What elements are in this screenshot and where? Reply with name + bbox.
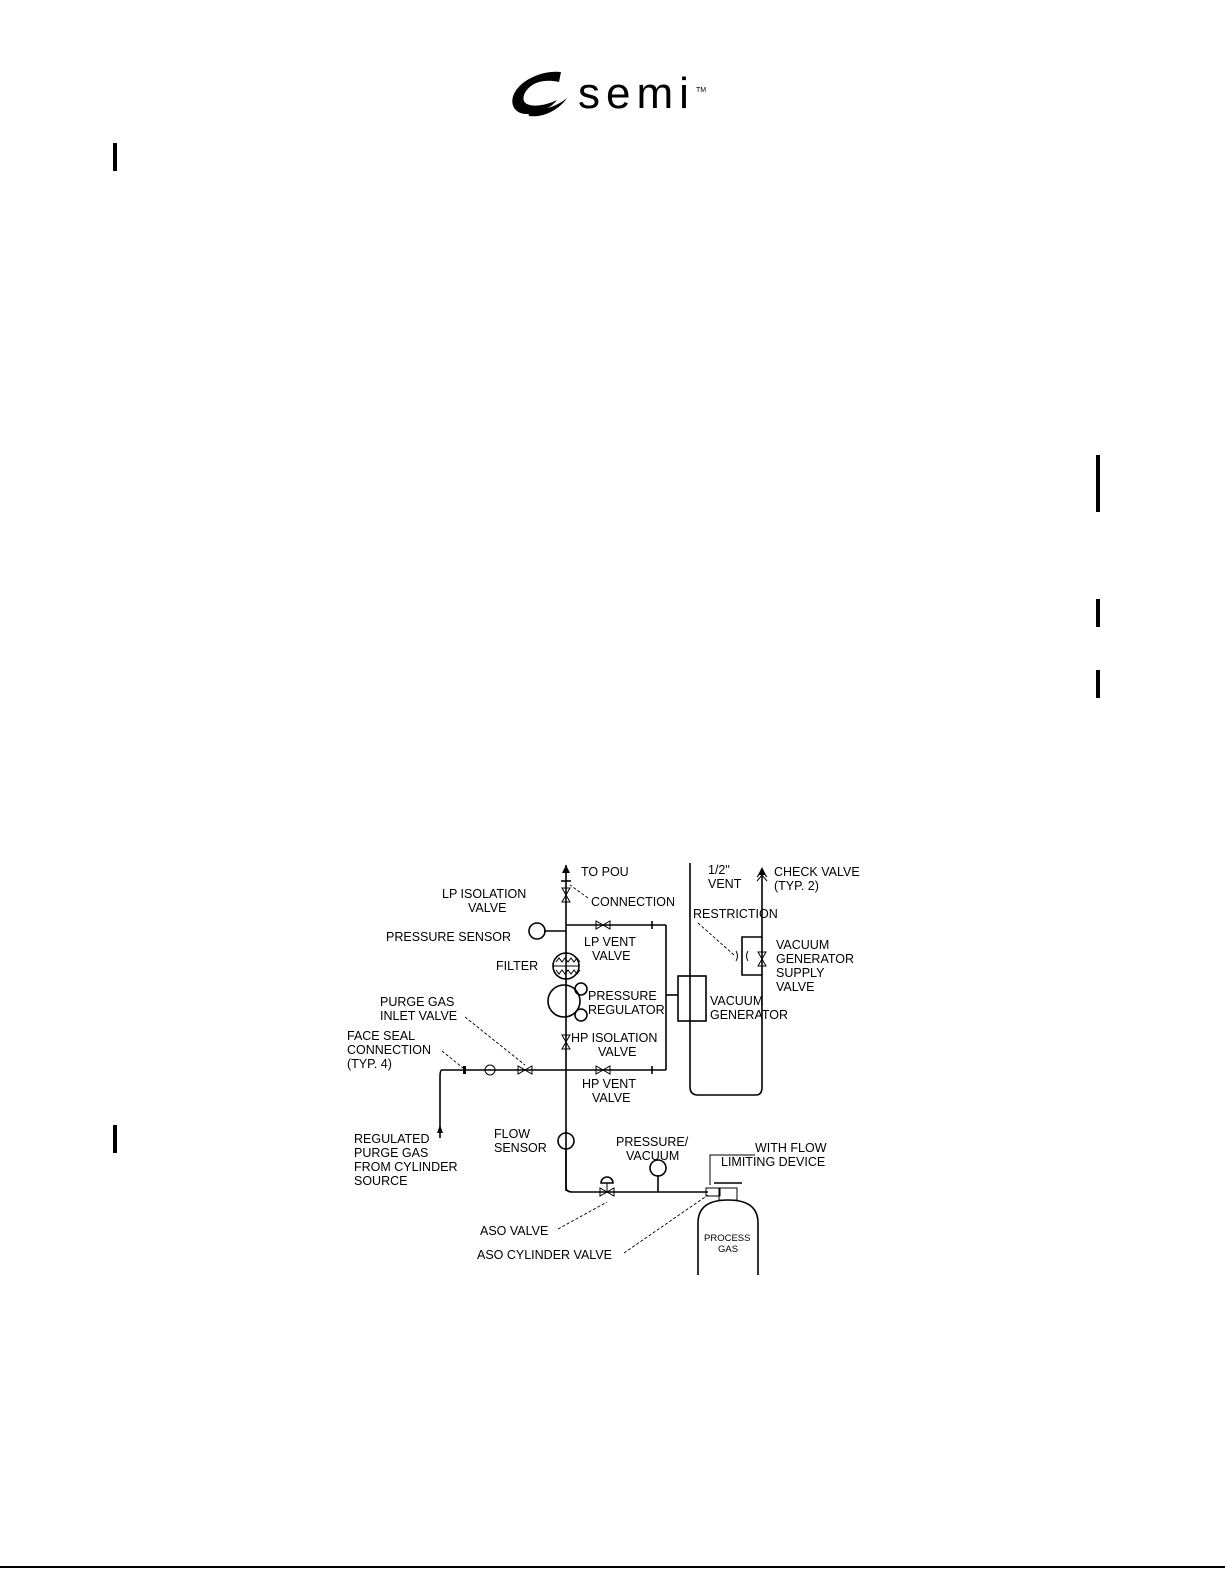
footer-rule xyxy=(0,1566,1225,1568)
label-check-valve-1: CHECK VALVE xyxy=(774,865,860,879)
semi-wordmark: semi xyxy=(578,69,695,118)
pressure-regulator xyxy=(547,982,588,1022)
label-face-seal-1: FACE SEAL xyxy=(347,1029,415,1043)
leader-restriction xyxy=(697,922,735,956)
purge-supply-line xyxy=(439,1069,443,1138)
label-flow-sensor-1: FLOW xyxy=(494,1127,530,1141)
label-lp-vent-1: LP VENT xyxy=(584,935,636,949)
label-pressure-sensor: PRESSURE SENSOR xyxy=(386,930,511,944)
label-pressure-vacuum-1: PRESSURE/ xyxy=(616,1135,689,1149)
label-vacuum-supply-4: VALVE xyxy=(776,980,814,994)
to-pou-arrow xyxy=(562,865,570,873)
label-aso-cylinder-valve: ASO CYLINDER VALVE xyxy=(477,1248,612,1262)
label-hp-isolation-2: VALVE xyxy=(598,1045,636,1059)
label-pressure-regulator-1: PRESSURE xyxy=(588,989,657,1003)
label-aso-valve: ASO VALVE xyxy=(480,1224,548,1238)
filter xyxy=(552,952,581,980)
lp-isolation-valve xyxy=(561,887,571,903)
label-to-pou: TO POU xyxy=(581,865,629,879)
label-vacuum-supply-2: GENERATOR xyxy=(776,952,854,966)
label-hp-vent-1: HP VENT xyxy=(582,1077,636,1091)
change-bar xyxy=(1096,670,1100,698)
label-purge-inlet-1: PURGE GAS xyxy=(380,995,454,1009)
pressure-sensor xyxy=(528,922,546,940)
label-flow-limit-1: WITH FLOW xyxy=(755,1141,827,1155)
label-vacuum-generator-2: GENERATOR xyxy=(710,1008,788,1022)
leader-face-seal xyxy=(441,1050,464,1069)
change-bar xyxy=(113,1125,117,1153)
label-vacuum-generator-1: VACUUM xyxy=(710,994,763,1008)
purge-supply-arrow xyxy=(437,1125,443,1133)
label-face-seal-3: (TYP. 4) xyxy=(347,1057,392,1071)
hp-vent-valve xyxy=(595,1065,611,1075)
label-pressure-vacuum-2: VACUUM xyxy=(626,1149,679,1163)
label-face-seal-2: CONNECTION xyxy=(347,1043,431,1057)
leader-flow-limit xyxy=(709,1154,755,1185)
leader-connection xyxy=(569,884,589,899)
aso-valve xyxy=(599,1176,615,1197)
face-seal-connection xyxy=(463,1066,466,1074)
label-restriction: RESTRICTION xyxy=(693,907,778,921)
hp-isolation-valve xyxy=(561,1034,571,1050)
purge-gas-inlet-valve xyxy=(517,1065,533,1075)
label-vacuum-supply-1: VACUUM xyxy=(776,938,829,952)
change-bar xyxy=(1096,599,1100,627)
semi-logo-swoosh-tail xyxy=(527,98,567,117)
label-pressure-regulator-2: REGULATOR xyxy=(588,1003,665,1017)
label-lp-vent-2: VALVE xyxy=(592,949,630,963)
semi-logo-swoosh xyxy=(512,71,561,114)
label-lp-isolation-1: LP ISOLATION xyxy=(442,887,526,901)
label-check-valve-2: (TYP. 2) xyxy=(774,879,819,893)
gas-cabinet-schematic: TO POU CONNECTION LP ISOLATION VALVE PRE… xyxy=(347,863,860,1275)
vacuum-generator-supply-valve xyxy=(757,951,767,967)
trademark-mark: TM xyxy=(696,87,707,94)
process-gas-cylinder xyxy=(697,1182,759,1275)
label-vent-2: VENT xyxy=(708,877,742,891)
label-hp-vent-2: VALVE xyxy=(592,1091,630,1105)
check-valve xyxy=(756,870,768,882)
label-flow-sensor-2: SENSOR xyxy=(494,1141,547,1155)
label-vent-1: 1/2" xyxy=(708,863,730,877)
label-filter: FILTER xyxy=(496,959,538,973)
restriction xyxy=(735,950,749,962)
leader-aso-cylinder-valve xyxy=(623,1194,709,1254)
semi-logo xyxy=(512,71,567,117)
cylinder-feed-line xyxy=(565,1149,708,1193)
label-regulated-2: PURGE GAS xyxy=(354,1146,428,1160)
label-connection: CONNECTION xyxy=(591,895,675,909)
pressure-vacuum-gauge xyxy=(649,1159,667,1177)
leader-purge-inlet xyxy=(464,1016,526,1066)
label-process-gas-1: PROCESS xyxy=(704,1233,750,1244)
label-vacuum-supply-3: SUPPLY xyxy=(776,966,825,980)
change-bar xyxy=(1096,455,1100,512)
purge-check-valve xyxy=(484,1064,496,1076)
label-process-gas-2: GAS xyxy=(718,1244,738,1255)
label-hp-isolation-1: HP ISOLATION xyxy=(571,1031,657,1045)
label-regulated-4: SOURCE xyxy=(354,1174,407,1188)
change-bar xyxy=(113,143,117,171)
vent-exhaust-line xyxy=(689,863,763,1096)
leader-aso-valve xyxy=(557,1201,608,1230)
label-regulated-3: FROM CYLINDER xyxy=(354,1160,457,1174)
vacuum-generator xyxy=(677,975,707,1022)
label-regulated-1: REGULATED xyxy=(354,1132,429,1146)
lp-vent-valve xyxy=(595,920,611,930)
label-lp-isolation-2: VALVE xyxy=(468,901,506,915)
restriction-bypass xyxy=(741,936,762,976)
label-purge-inlet-2: INLET VALVE xyxy=(380,1009,457,1023)
label-flow-limit-2: LIMITING DEVICE xyxy=(721,1155,825,1169)
